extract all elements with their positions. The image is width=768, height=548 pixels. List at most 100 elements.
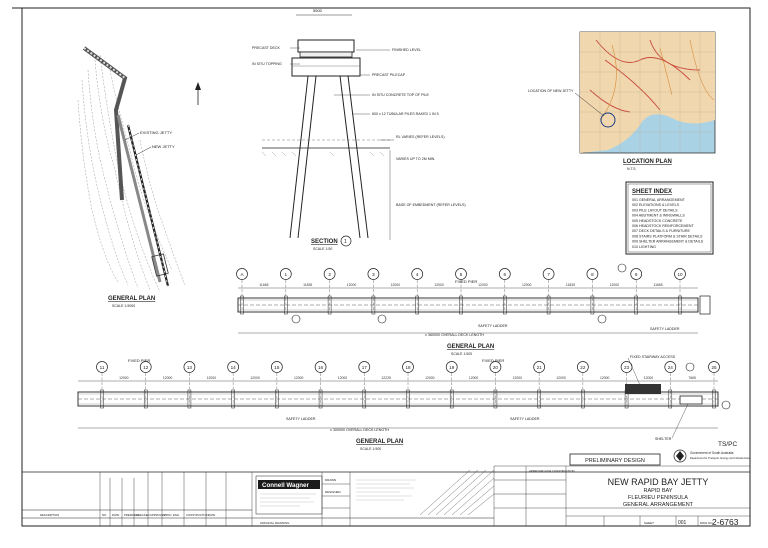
grid-label: 4 bbox=[416, 272, 419, 277]
grid-label: 12 bbox=[143, 365, 149, 370]
grid-label: 2 bbox=[328, 272, 331, 277]
grid-bubble bbox=[358, 361, 371, 373]
grid-dimension: 12000 bbox=[347, 283, 357, 287]
grid-label: 3 bbox=[372, 272, 375, 277]
grid-dimension: 12000 bbox=[469, 376, 479, 380]
section-marker-icon bbox=[340, 235, 352, 247]
grid-bubble bbox=[411, 268, 424, 280]
grid-bubble bbox=[630, 268, 643, 280]
sheet-index-item: 005 HEADSTOCK CONCRETE bbox=[632, 219, 683, 223]
section-note-3: PRECAST PILECAP bbox=[372, 73, 406, 77]
title-block-column-head: CHECKED bbox=[136, 513, 150, 517]
grid-bubble bbox=[96, 361, 108, 373]
grid-bubble bbox=[314, 361, 327, 373]
grid-bubble bbox=[445, 361, 458, 373]
title-block-column-head: NO bbox=[102, 513, 107, 517]
grid-label: 9 bbox=[635, 272, 638, 277]
sheet-index-item: 010 LIGHTING bbox=[632, 245, 656, 249]
sheet-index-item: 001 GENERAL ARRANGEMENT bbox=[632, 198, 686, 202]
grid-bubble bbox=[402, 361, 414, 373]
grid-dimension: 11665 bbox=[654, 283, 663, 287]
grid-dimension: 12000 bbox=[294, 376, 304, 380]
north-arrow-icon bbox=[195, 82, 201, 105]
section-title: SECTION bbox=[311, 239, 338, 245]
grid-label: 24 bbox=[668, 365, 674, 370]
grid-label: 10 bbox=[677, 272, 683, 277]
sheet-index-item: 009 SHELTER ARRANGEMENT & DETAILS bbox=[632, 240, 704, 244]
detail-marker-icon bbox=[597, 314, 607, 324]
title-block-column-head: DATE bbox=[112, 513, 119, 517]
grid-dimension: 12000 bbox=[207, 376, 217, 380]
sheet-number: 001 bbox=[678, 520, 687, 526]
shelter-label: SHELTER bbox=[655, 437, 672, 441]
title-block-column-head: DESCRIPTION bbox=[40, 513, 59, 517]
title-block-column-head: CONSTRUCTION bbox=[186, 513, 209, 517]
title-block-column-head: APPROVED bbox=[150, 513, 166, 517]
consultant-name: Connell Wagner bbox=[262, 482, 309, 489]
grid-dimension: 12000 bbox=[478, 283, 488, 287]
location-plan: LOCATION OF NEW JETTY LOCATION PLAN N.T.… bbox=[528, 31, 716, 171]
grid-label: A bbox=[240, 272, 244, 277]
grid-bubble bbox=[586, 268, 599, 280]
grid-dimension: 12000 bbox=[556, 376, 566, 380]
overall-deck-bottom: ± 300000 OVERALL DECK LENGTH bbox=[330, 428, 389, 432]
grid-dimension: 11835 bbox=[566, 283, 575, 287]
general-plan-bottom-scale: SCALE 1:500 bbox=[360, 447, 381, 451]
grid-bubble bbox=[577, 361, 589, 373]
sheet-index-title: SHEET INDEX bbox=[632, 189, 672, 195]
section-note-5: 600 x 12 TUBULAR PILES RAKED 1 IN 5 bbox=[372, 112, 439, 116]
title-block-column-head: PROJ. ENG. bbox=[164, 513, 180, 517]
grid-dimension: 12000 bbox=[338, 376, 348, 380]
grid-bubble bbox=[279, 268, 292, 280]
sheet-label: SHEET bbox=[644, 521, 654, 525]
detail-marker-icon bbox=[721, 400, 731, 410]
grid-dimension: 12000 bbox=[610, 283, 620, 287]
section-number: 1 bbox=[344, 239, 347, 245]
drawn-label: DRAWN bbox=[325, 478, 336, 482]
grid-bubble bbox=[664, 361, 677, 373]
grid-label: 11 bbox=[100, 365, 105, 370]
grid-label: 5 bbox=[460, 272, 463, 277]
section-note-1: IN SITU TOPPING bbox=[252, 62, 282, 66]
section-scale: SCALE 1:50 bbox=[313, 247, 332, 251]
grid-bubble bbox=[533, 361, 545, 373]
grid-dimension: 12000 bbox=[644, 376, 654, 380]
ts-pc-label: TS/PC bbox=[718, 441, 737, 448]
grid-dimension: 7665 bbox=[688, 376, 696, 380]
grid-dimension: 12000 bbox=[513, 376, 523, 380]
project-subtitle-3: GENERAL ARRANGEMENT bbox=[623, 502, 694, 508]
new-jetty-label: NEW JETTY bbox=[152, 144, 175, 149]
grid-bubble bbox=[455, 268, 467, 280]
original-drawing-label: ORIGINAL DRAWING bbox=[260, 521, 290, 525]
detail-marker-icon bbox=[617, 263, 627, 273]
section-note-8: BASE OF EMBEDMENT (REFER LEVELS) bbox=[396, 203, 466, 207]
grid-bubble bbox=[271, 361, 283, 373]
grid-label: 7 bbox=[547, 272, 550, 277]
grid-dimension: 12000 bbox=[522, 283, 532, 287]
section-note-0: PRECAST DECK bbox=[252, 46, 280, 50]
project-subtitle-2: FLEURIEU PENINSULA bbox=[628, 495, 688, 501]
grid-dimension: 12000 bbox=[434, 283, 444, 287]
sheet-index-item: 008 STAIRS PLATFORM & STAIR DETAILS bbox=[632, 234, 703, 238]
grid-bubble bbox=[542, 268, 555, 280]
grid-bubble bbox=[139, 361, 152, 373]
grid-label: 23 bbox=[624, 365, 630, 370]
location-marker-icon bbox=[600, 112, 616, 128]
detail-marker-icon bbox=[377, 314, 387, 324]
existing-jetty-label: EXISTING JETTY bbox=[140, 130, 172, 135]
grid-label: 25 bbox=[711, 365, 717, 370]
sheet-index-item: 007 DECK DETAILS & FURNITURE bbox=[632, 229, 690, 233]
location-plan-scale: N.T.S bbox=[627, 167, 636, 171]
general-plan-left-title: GENERAL PLAN bbox=[108, 296, 155, 302]
title-block-column-head: PREPARED bbox=[124, 513, 139, 517]
grid-dimension: 12000 bbox=[600, 376, 610, 380]
government-logo bbox=[673, 449, 687, 463]
grid-label: 21 bbox=[537, 365, 543, 370]
grid-dimension: 12000 bbox=[163, 376, 173, 380]
section-note-7: VARIES UP TO 2M MIN. bbox=[396, 157, 435, 161]
agency-name: Government of South Australia bbox=[690, 451, 734, 455]
grid-label: 16 bbox=[318, 365, 324, 370]
project-title: NEW RAPID BAY JETTY bbox=[608, 477, 709, 487]
